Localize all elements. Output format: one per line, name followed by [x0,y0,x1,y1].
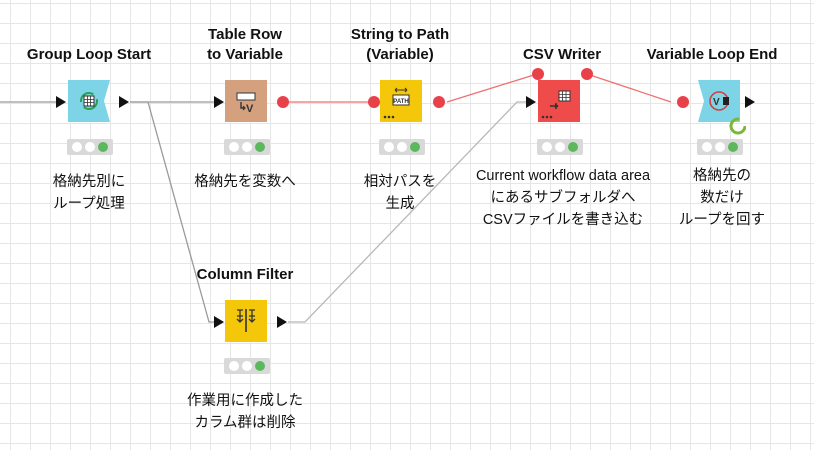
variable-out-port-csv-writer[interactable] [581,68,593,80]
input-port-group-loop-start[interactable] [56,96,66,108]
node-title-table-row-to-variable: Table Row to Variable [207,26,283,63]
output-port-group-loop-start[interactable] [119,96,129,108]
path-icon: PATH [380,80,422,122]
node-description-string-to-path: 相対パスを 生成 [363,174,437,212]
node-string-to-path[interactable]: PATH [380,80,422,122]
svg-text:V: V [713,97,720,108]
variable-in-port-variable-loop-end[interactable] [677,96,689,108]
node-csv-writer[interactable] [538,80,580,122]
node-column-filter[interactable] [225,300,267,342]
column-filter-icon [225,300,267,342]
status-traffic-light-string-to-path [379,139,425,155]
node-title-string-to-path: String to Path (Variable) [350,26,450,63]
csv-writer-icon [538,80,580,122]
node-variable-loop-end[interactable]: V [698,80,746,135]
variable-in-port-string-to-path[interactable] [368,96,380,108]
variable-out-port-table-row-to-variable[interactable] [277,96,289,108]
status-traffic-light-group-loop-start [67,139,113,155]
status-traffic-light-variable-loop-end [697,139,743,155]
loop-start-node-shape [68,80,110,122]
loop-end-icon: V [698,80,746,135]
svg-text:V: V [246,103,254,115]
status-traffic-light-csv-writer [537,139,583,155]
connection-string-path-to-csv-writer[interactable] [446,73,538,103]
connection-group-loop-to-column-filter[interactable] [130,101,217,323]
node-title-csv-writer: CSV Writer [522,46,602,63]
connection-csv-writer-to-loop-end[interactable] [586,73,672,103]
node-description-variable-loop-end: 格納先の 数だけ ループを回す [678,168,766,228]
node-group-loop-start[interactable] [68,80,110,122]
status-traffic-light-table-row-to-variable [224,139,270,155]
variable-out-port-string-to-path[interactable] [433,96,445,108]
connection-column-filter-to-csv-writer[interactable] [288,101,532,323]
input-port-csv-writer[interactable] [526,96,536,108]
variable-in-port-csv-writer[interactable] [532,68,544,80]
svg-text:PATH: PATH [393,99,408,105]
table-to-variable-icon: V [225,80,267,122]
node-description-csv-writer: Current workflow data area にあるサブフォルダへ CS… [475,168,651,228]
output-port-column-filter[interactable] [277,316,287,328]
node-description-column-filter: 作業用に作成した カラム群は削除 [187,393,303,431]
node-description-table-row-to-variable: 格納先を変数へ [194,174,296,190]
node-description-group-loop-start: 格納先別に ループ処理 [52,174,126,212]
node-title-group-loop-start: Group Loop Start [26,46,152,63]
node-table-row-to-variable[interactable]: V [225,80,267,122]
node-title-column-filter: Column Filter [196,266,294,283]
input-port-table-row-to-variable[interactable] [214,96,224,108]
input-port-column-filter[interactable] [214,316,224,328]
output-port-variable-loop-end[interactable] [745,96,755,108]
node-title-variable-loop-end: Variable Loop End [646,46,778,63]
status-traffic-light-column-filter [224,358,270,374]
